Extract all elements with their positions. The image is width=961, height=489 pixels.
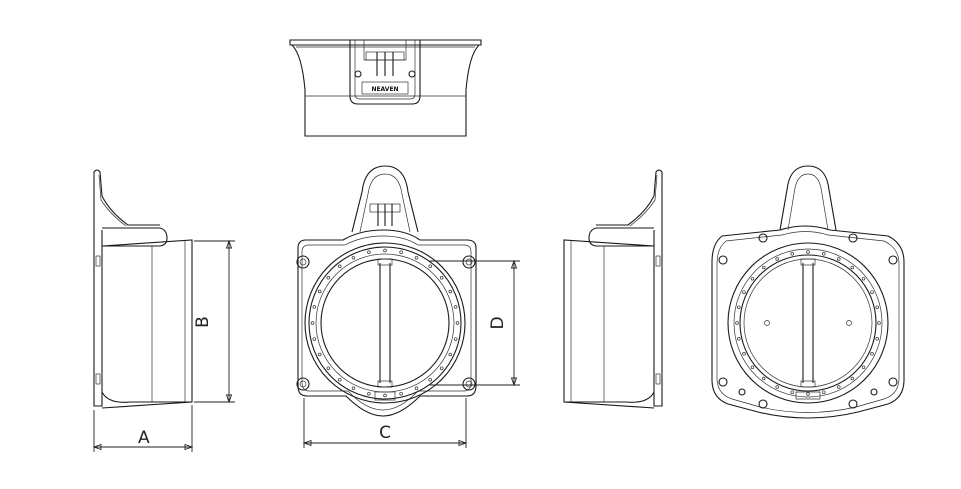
rivet	[850, 265, 855, 270]
rivet	[870, 290, 874, 294]
rivet	[455, 321, 460, 325]
right-side-view	[563, 169, 663, 409]
rivet	[317, 289, 322, 294]
rivet	[875, 305, 879, 309]
rivet	[735, 321, 739, 325]
rivet	[453, 337, 458, 341]
dimension-a: A	[92, 405, 194, 452]
rivet	[750, 365, 755, 370]
rivet	[453, 305, 458, 309]
rivet	[737, 305, 741, 309]
rivet	[383, 248, 387, 253]
left-side-view	[93, 169, 193, 409]
rivet	[790, 390, 794, 394]
rivet	[428, 264, 432, 269]
rivet	[414, 386, 419, 391]
rivet	[850, 376, 855, 381]
rivet	[448, 289, 453, 294]
dimension-c-label: C	[379, 423, 391, 443]
rivet	[351, 386, 356, 391]
rivet	[399, 391, 403, 396]
brand-label: NEAVEN	[371, 86, 398, 93]
rivet	[761, 265, 766, 270]
rivet	[448, 352, 453, 357]
rivet	[837, 257, 841, 261]
rivet	[877, 321, 881, 325]
rivet	[414, 255, 419, 260]
rivet	[383, 393, 387, 398]
rivet	[870, 352, 874, 356]
rivet	[367, 391, 371, 396]
top-view: NEAVEN	[289, 39, 482, 137]
rivet	[428, 377, 432, 382]
rivet	[806, 392, 810, 396]
rivet	[875, 337, 879, 341]
rivet	[326, 276, 331, 280]
rivet	[822, 252, 826, 256]
rivet	[775, 257, 779, 261]
rivet	[790, 252, 794, 256]
rivet	[351, 255, 356, 260]
rivet	[312, 337, 317, 341]
rivet	[742, 352, 746, 356]
rivet	[310, 321, 315, 325]
rivet	[742, 290, 746, 294]
rivet	[837, 385, 841, 389]
rivet	[317, 352, 322, 357]
rivet	[737, 337, 741, 341]
rivet	[367, 250, 371, 255]
rivet	[806, 250, 810, 254]
rear-view	[711, 165, 905, 419]
rivet-ring	[310, 248, 460, 398]
rivet	[861, 276, 866, 281]
dimension-b-label: B	[193, 316, 213, 328]
rivet	[775, 385, 779, 389]
rivet	[399, 250, 403, 255]
rivet	[439, 366, 444, 370]
rivet	[338, 264, 342, 269]
rivet	[326, 366, 331, 370]
rivet	[761, 376, 766, 381]
dimension-a-label: A	[138, 428, 150, 448]
dimension-d-label: D	[488, 316, 508, 329]
rivet	[822, 390, 826, 394]
rivet	[861, 365, 866, 370]
rivet-ring-rear	[735, 250, 881, 396]
dimension-c: C	[302, 398, 468, 448]
rivet	[312, 305, 317, 309]
dimension-d: D	[430, 259, 520, 387]
rivet	[750, 276, 755, 281]
front-view	[296, 165, 477, 417]
rivet	[338, 377, 342, 382]
dimension-b: B	[193, 239, 235, 404]
rivet	[439, 276, 444, 280]
